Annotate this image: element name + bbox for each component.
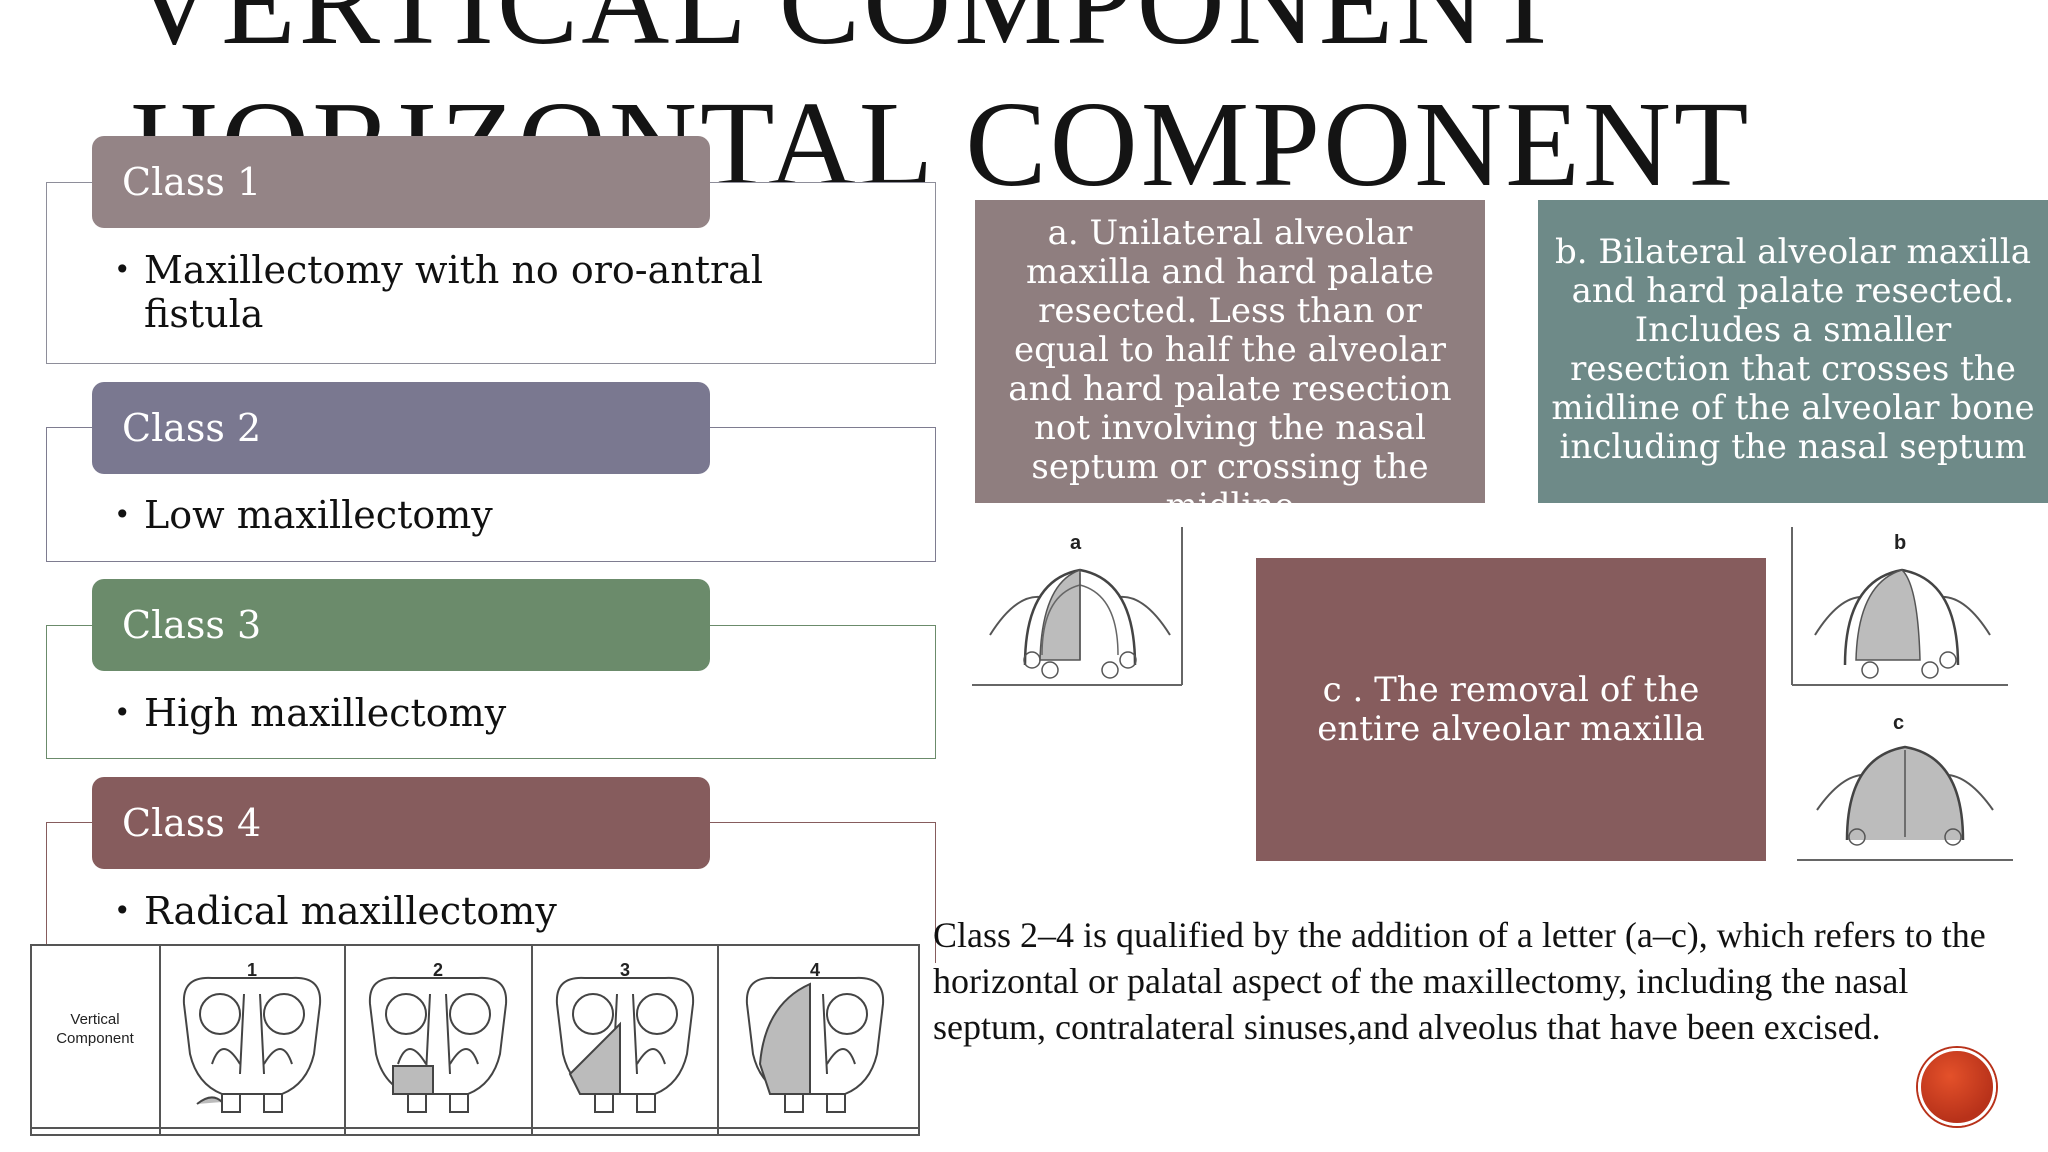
class-2-label: Class 2 (92, 382, 710, 474)
class-1-label: Class 1 (92, 136, 710, 228)
class-1-bullet: • Maxillectomy with no oro-antral fistul… (114, 248, 764, 336)
column-number-3: 3 (620, 960, 630, 980)
classification-note: Class 2–4 is qualified by the addition o… (933, 915, 1986, 1047)
panel-b-bilateral: b. Bilateral alveolar maxilla and hard p… (1538, 200, 2048, 503)
column-number-1: 1 (247, 960, 257, 980)
panel-c-entire: c . The removal of the entire alveolar m… (1256, 558, 1766, 861)
vertical-component-table: Vertical Component 1 2 3 4 (30, 944, 920, 1136)
palate-figure-a: a (972, 527, 1183, 686)
vertical-label-line2: Component (56, 1030, 134, 1047)
panel-a-unilateral: a. Unilateral alveolar maxilla and hard … (975, 200, 1485, 526)
vertical-label-line1: Vertical (70, 1011, 119, 1028)
class-2-bullet: • Low maxillectomy (114, 493, 493, 537)
class-3-bullet: • High maxillectomy (114, 691, 507, 735)
panel-c-text: c . The removal of the entire alveolar m… (1317, 669, 1705, 749)
figure-label-b: b (1894, 532, 1906, 554)
class-3-label: Class 3 (92, 579, 710, 671)
palate-figure-b: b (1791, 527, 2008, 686)
figure-label-a: a (1070, 532, 1082, 554)
figure-label-c: c (1893, 712, 1904, 734)
bullet-dot: • (114, 894, 131, 927)
bullet-dot: • (114, 253, 131, 286)
class-4-bullet: • Radical maxillectomy (114, 889, 557, 933)
skull-figure-2 (368, 976, 508, 1113)
skull-figure-1 (182, 976, 322, 1113)
bullet-dot: • (114, 696, 131, 729)
title-vertical-component: VERTICAL COMPONENT (130, 0, 1565, 70)
column-number-2: 2 (433, 960, 443, 980)
palate-figure-c: c (1797, 712, 2013, 861)
slide-nav-circle-button[interactable] (1918, 1048, 1996, 1126)
column-number-4: 4 (810, 960, 820, 980)
skull-figure-4 (745, 976, 885, 1113)
bullet-dot: • (114, 498, 131, 531)
skull-figure-3 (555, 976, 695, 1113)
class-4-label: Class 4 (92, 777, 710, 869)
